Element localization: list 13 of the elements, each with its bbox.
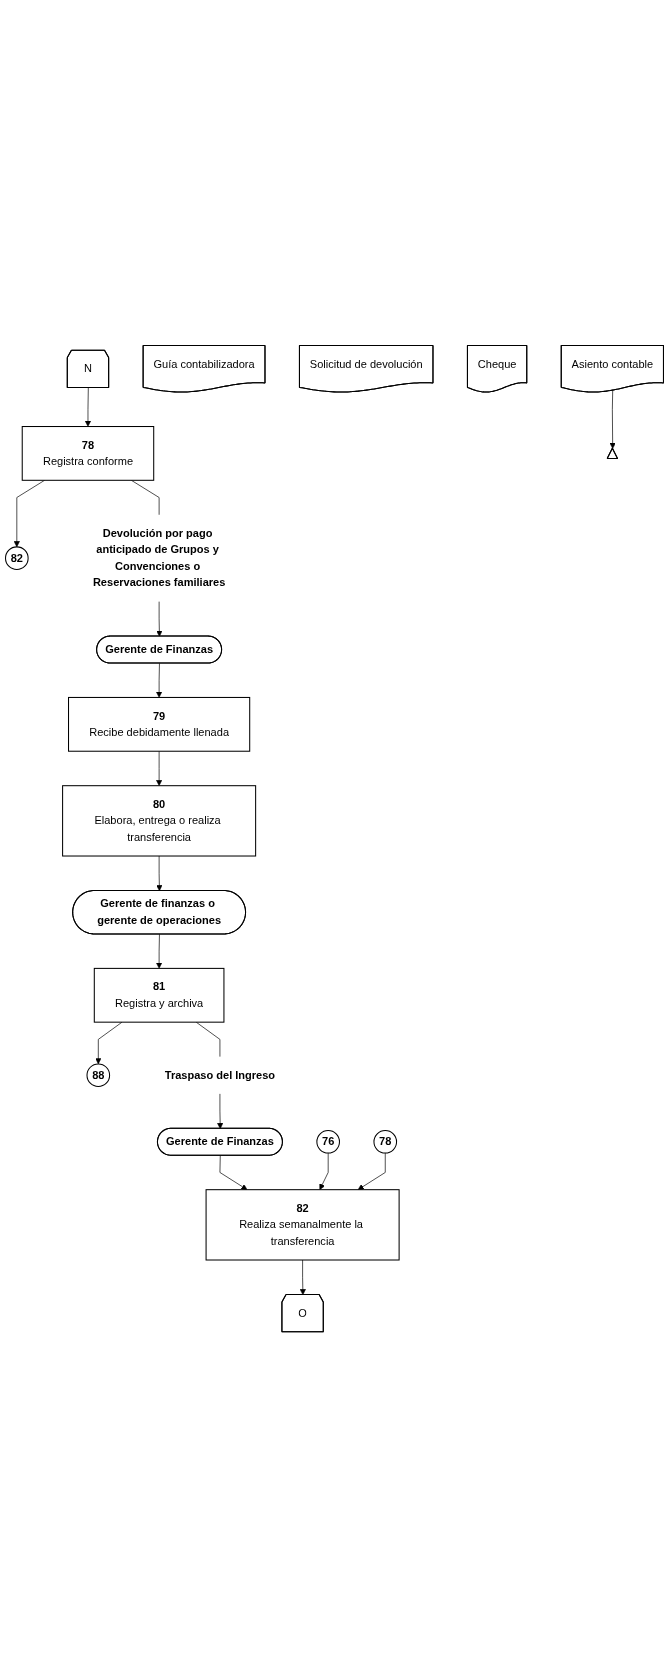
node-text: Traspaso del Ingreso <box>164 1068 276 1081</box>
connector <box>195 1021 221 1057</box>
node-circle: 76 <box>316 1129 340 1154</box>
node-box: 81 Registra y archiva <box>93 967 225 1023</box>
node-circle: 78 <box>373 1129 398 1154</box>
node-circle: 82 <box>5 546 29 570</box>
connector <box>130 479 160 515</box>
node-box: 80 Elabora, entrega o realiza transferencia <box>62 785 257 857</box>
node-circle: 88 <box>86 1063 111 1087</box>
node-box: 82 Realiza semanalmente la transferencia <box>205 1189 400 1261</box>
node-text: Devolución por pago anticipado de Grupos y Convenciones o Reservaciones familiares <box>92 527 226 589</box>
node-box: 78 Registra conforme <box>21 425 155 481</box>
node-box: 79 Recibe debidamente llenada <box>68 696 251 752</box>
